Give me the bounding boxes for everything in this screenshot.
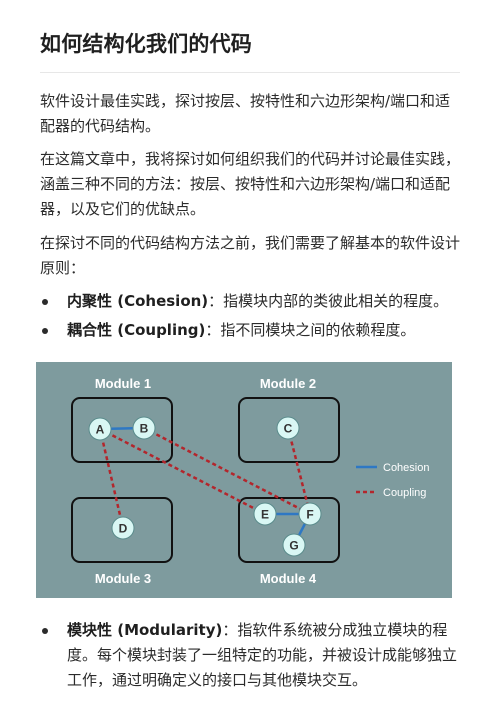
page-title: 如何结构化我们的代码	[40, 32, 252, 56]
module-3-box	[71, 497, 173, 563]
module-3-label: Module 3	[95, 571, 151, 586]
bullet-dot	[42, 299, 48, 305]
node-c-label: C	[284, 422, 293, 436]
node-b	[132, 416, 156, 440]
term-modularity: 模块性 (Modularity)	[67, 621, 223, 639]
node-f	[298, 502, 322, 526]
coupling-line-a-e	[99, 427, 266, 516]
bullet-dot	[42, 628, 48, 634]
node-e-label: E	[261, 508, 269, 522]
desc-cohesion: ：指模块内部的类彼此相关的程度。	[208, 292, 449, 310]
node-b-label: B	[140, 422, 149, 436]
module-2-box	[238, 397, 340, 463]
coupling-line-b-f	[143, 426, 311, 516]
term-coupling: 耦合性 (Coupling)	[67, 321, 206, 339]
node-d	[111, 516, 135, 540]
coupling-line-c-f	[286, 427, 312, 515]
node-d-label: D	[119, 522, 128, 536]
list-item-modularity: 模块性 (Modularity)：指软件系统被分成独立模块的程度。每个模块封装了…	[40, 618, 460, 693]
intro-paragraph: 软件设计最佳实践，探讨按层、按特性和六边形架构/端口和适配器的代码结构。	[40, 92, 451, 135]
legend-cohesion-label: Cohesion	[383, 462, 429, 474]
list-item-coupling: 耦合性 (Coupling)：指不同模块之间的依赖程度。	[40, 318, 460, 343]
bullet-dot	[42, 328, 48, 334]
module-4-label: Module 4	[260, 571, 317, 586]
node-e	[253, 502, 277, 526]
desc-modularity: ：指软件系统被分成独立模块的程度。每个模块封装了一组特定的功能，并被设计成能够独…	[67, 621, 458, 689]
list-item-cohesion: 内聚性 (Cohesion)：指模块内部的类彼此相关的程度。	[40, 289, 460, 314]
legend-coupling-label: Coupling	[383, 487, 426, 499]
node-g	[282, 533, 306, 557]
title-divider	[40, 72, 460, 73]
module-2-label: Module 2	[260, 376, 316, 391]
diagram-svg: Module 1 Module 2 Module 3 Module 4 A B …	[36, 362, 452, 598]
node-g-label: G	[289, 539, 298, 553]
coupling-line-a-d	[98, 428, 125, 529]
node-a	[88, 417, 112, 441]
cohesion-coupling-diagram: Module 1 Module 2 Module 3 Module 4 A B …	[36, 362, 452, 598]
module-4-box	[238, 497, 340, 563]
overview-paragraph: 在这篇文章中，我将探讨如何组织我们的代码并讨论最佳实践，涵盖三种不同的方法：按层…	[40, 150, 461, 218]
module-1-label: Module 1	[95, 376, 151, 391]
node-a-label: A	[96, 423, 105, 437]
node-c	[276, 416, 300, 440]
desc-coupling: ：指不同模块之间的依赖程度。	[205, 321, 416, 339]
term-cohesion: 内聚性 (Cohesion)	[67, 292, 209, 310]
node-f-label: F	[306, 508, 313, 522]
principles-paragraph: 在探讨不同的代码结构方法之前，我们需要了解基本的软件设计原则：	[40, 234, 461, 277]
module-1-box	[71, 397, 173, 463]
